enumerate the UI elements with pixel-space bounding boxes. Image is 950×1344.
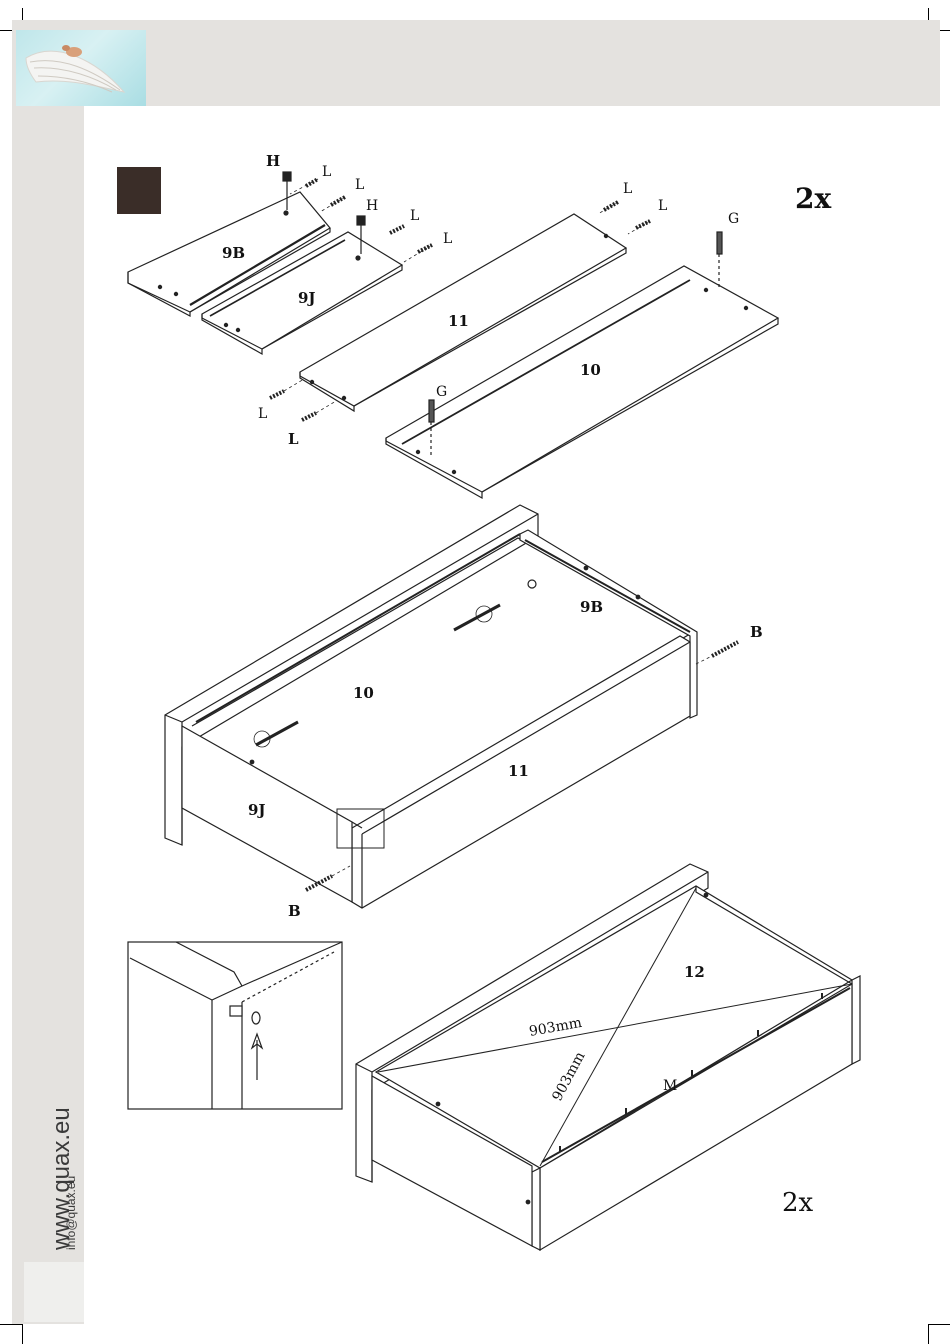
label-11: 11 [508, 762, 529, 780]
label-h: H [266, 152, 280, 170]
label-l: L [355, 177, 364, 193]
label-9j: 9J [298, 289, 316, 307]
label-10: 10 [353, 684, 374, 702]
label-l: L [623, 181, 632, 197]
detail-inset [128, 942, 342, 1109]
label-l: L [410, 208, 419, 224]
label-l: L [658, 198, 667, 214]
label-b: B [288, 902, 301, 920]
label-9b: 9B [580, 598, 603, 616]
label-11: 11 [448, 312, 469, 330]
label-g: G [436, 384, 447, 400]
box-squaring [356, 864, 860, 1250]
label-9j: 9J [248, 801, 266, 819]
label-m: M [663, 1078, 677, 1094]
label-l: L [288, 430, 299, 448]
label-l: L [322, 164, 331, 180]
label-h: H [366, 198, 378, 214]
label-g: G [728, 211, 739, 227]
label-l: L [443, 231, 452, 247]
label-b: B [750, 623, 763, 641]
label-l: L [258, 406, 267, 422]
box-frame [165, 505, 738, 908]
label-10: 10 [580, 361, 601, 379]
label-9b: 9B [222, 244, 245, 262]
label-12: 12 [684, 963, 705, 981]
